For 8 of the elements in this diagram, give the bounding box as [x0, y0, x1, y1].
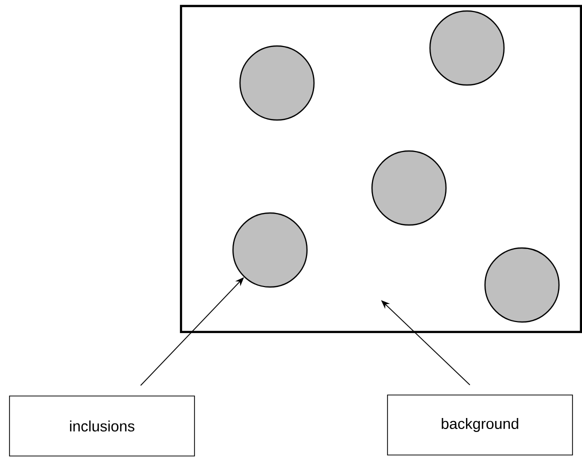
inclusion-circle: [371, 150, 447, 226]
inclusion-circle: [232, 212, 308, 288]
rectangle: [180, 4, 582, 334]
inclusion-circle: [429, 10, 505, 86]
label-box: background: [387, 394, 573, 456]
inclusion-circle: [239, 45, 315, 121]
inclusion-circle: [484, 247, 560, 323]
label-box: inclusions: [9, 396, 195, 456]
